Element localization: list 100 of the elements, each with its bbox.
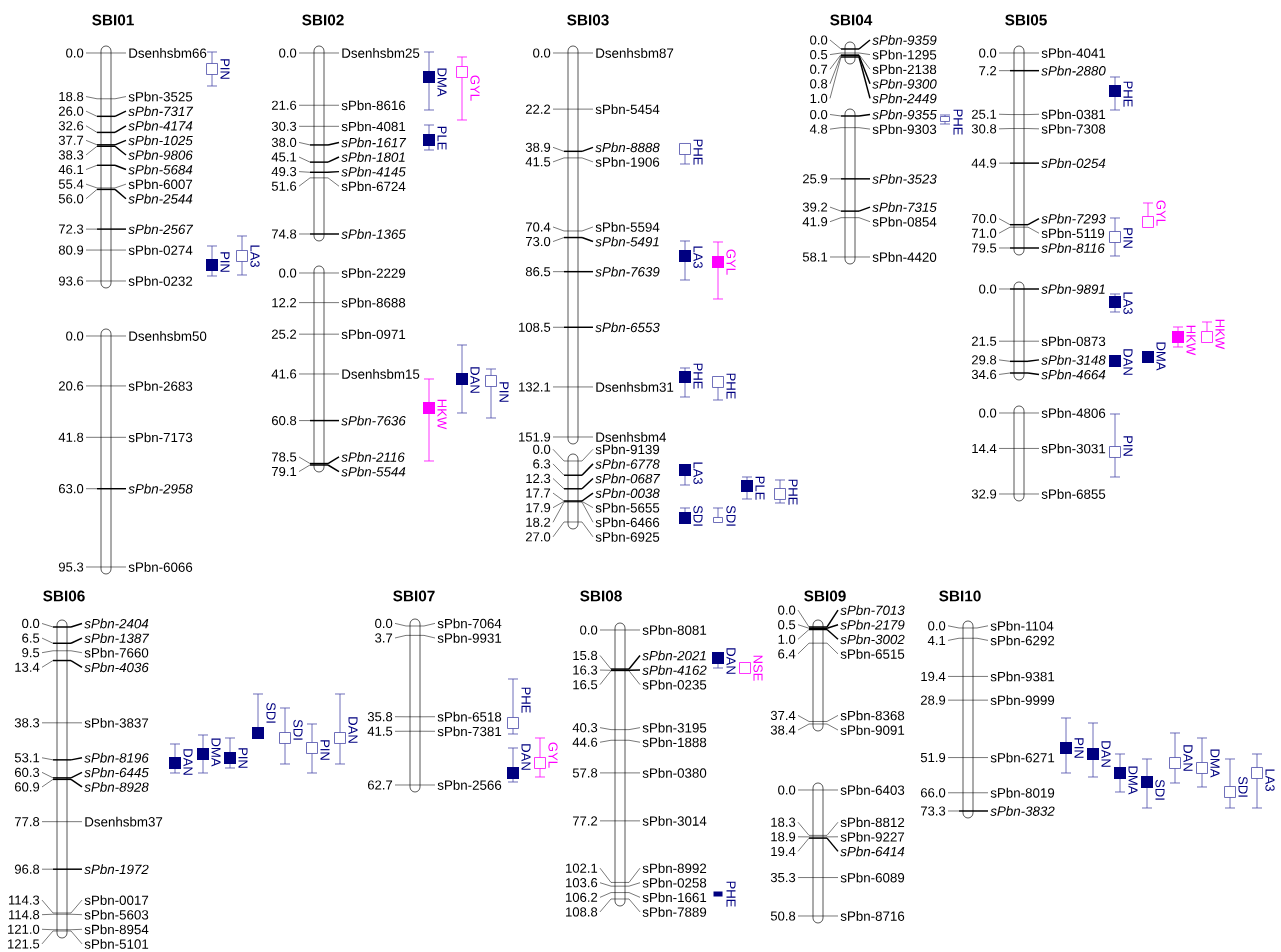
position-label: 38.4 xyxy=(770,725,796,735)
marker-name: sPbn-9891 xyxy=(1041,284,1105,294)
marker-name: sPbn-2566 xyxy=(437,780,502,790)
marker-name: sPbn-8888 xyxy=(595,142,660,153)
position-label: 0.0 xyxy=(66,48,84,58)
position-label: 44.9 xyxy=(971,158,997,168)
marker-name: Dsenhsbm37 xyxy=(85,816,163,827)
marker-name: sPbn-6855 xyxy=(1041,489,1106,499)
position-label: 37.4 xyxy=(770,710,796,721)
marker-name: sPbn-6414 xyxy=(840,846,905,857)
marker-name: sPbn-0232 xyxy=(128,276,193,286)
position-label: 16.3 xyxy=(573,665,598,675)
position-label: 50.8 xyxy=(770,911,796,921)
position-label: 102.1 xyxy=(566,863,598,873)
position-label: 0.0 xyxy=(279,48,297,58)
position-label: 57.8 xyxy=(572,768,598,778)
position-label: 70.4 xyxy=(526,222,551,232)
position-label: 78.5 xyxy=(272,452,297,462)
marker-name: sPbn-7381 xyxy=(437,726,502,737)
position-label: 53.1 xyxy=(14,753,40,763)
position-label: 44.6 xyxy=(572,737,598,747)
position-label: 26.0 xyxy=(58,106,84,116)
position-label: 86.5 xyxy=(525,267,551,277)
marker-name: sPbn-4174 xyxy=(128,120,193,131)
marker-name: sPbn-1387 xyxy=(84,633,150,643)
trait-label: DAN xyxy=(470,367,480,393)
marker-name: sPbn-9355 xyxy=(872,109,937,120)
trait-label: PIN xyxy=(220,59,230,79)
marker-name: sPbn-3832 xyxy=(990,806,1055,816)
position-label: 19.4 xyxy=(771,846,796,856)
trait-label: DMA xyxy=(1128,766,1138,795)
marker-name: sPbn-8116 xyxy=(1041,243,1105,253)
marker-name: sPbn-7317 xyxy=(128,106,194,117)
trait-label: PLE xyxy=(755,476,765,500)
position-label: 0.0 xyxy=(979,408,997,418)
trait-label: PIN xyxy=(1123,228,1133,248)
trait-label: SDI xyxy=(293,719,303,740)
marker-name: sPbn-0873 xyxy=(1041,336,1106,347)
trait-label: PHE xyxy=(521,687,531,713)
position-label: 3.7 xyxy=(375,633,393,643)
trait-label: PIN xyxy=(499,382,509,402)
marker-name: sPbn-8368 xyxy=(840,710,905,721)
position-label: 121.5 xyxy=(8,939,40,949)
marker-name: sPbn-5594 xyxy=(595,222,660,232)
marker-name: sPbn-2179 xyxy=(840,619,905,630)
marker-name: sPbn-0971 xyxy=(341,329,406,340)
marker-name: sPbn-2138 xyxy=(872,64,937,75)
trait-label: PIN xyxy=(1123,436,1133,456)
marker-name: sPbn-2404 xyxy=(84,618,149,629)
trait-label: DAN xyxy=(1101,741,1111,767)
marker-name: sPbn-5454 xyxy=(595,104,660,114)
trait-label: PIN xyxy=(320,740,330,760)
marker-name: sPbn-0235 xyxy=(642,679,707,690)
position-label: 41.9 xyxy=(802,217,828,227)
position-label: 74.8 xyxy=(272,229,297,239)
chromosome-bar xyxy=(409,618,421,793)
position-label: 22.2 xyxy=(525,104,551,114)
trait-label: GYL xyxy=(1156,200,1166,226)
position-label: 49.3 xyxy=(271,167,297,177)
marker-name: sPbn-2229 xyxy=(341,268,406,278)
marker-name: Dsenhsbm31 xyxy=(596,382,674,392)
position-label: 25.9 xyxy=(802,174,828,184)
marker-name: sPbn-0258 xyxy=(642,877,707,888)
position-label: 103.6 xyxy=(566,878,598,888)
marker-name: sPbn-2683 xyxy=(128,381,193,391)
position-label: 41.8 xyxy=(58,432,84,442)
position-label: 9.5 xyxy=(22,648,40,658)
marker-name: sPbn-6466 xyxy=(595,517,660,528)
chromosome-bar xyxy=(844,108,856,265)
chromosome-bar xyxy=(313,265,325,473)
trait-label: LA3 xyxy=(1265,769,1275,792)
position-label: 1.0 xyxy=(778,634,796,644)
position-label: 0.0 xyxy=(810,35,828,45)
chromosome-title: SBI06 xyxy=(43,590,85,602)
trait-label: DAN xyxy=(1183,745,1193,771)
marker-name: sPbn-0381 xyxy=(1041,109,1106,120)
position-label: 70.0 xyxy=(972,214,997,224)
marker-name: sPbn-0017 xyxy=(84,895,149,905)
chromosome-bar xyxy=(567,45,579,445)
position-label: 73.3 xyxy=(921,806,946,816)
marker-name: sPbn-5655 xyxy=(595,502,660,513)
chromosome-title: SBI10 xyxy=(939,590,981,602)
marker-name: sPbn-7173 xyxy=(128,432,193,443)
marker-name: sPbn-8928 xyxy=(84,782,149,792)
position-label: 21.6 xyxy=(271,100,297,110)
trait-label: PHE xyxy=(788,479,798,505)
position-label: 0.0 xyxy=(533,444,551,454)
marker-name: sPbn-2880 xyxy=(1041,65,1106,76)
trait-label: DMA xyxy=(1156,342,1166,371)
marker-name: sPbn-1617 xyxy=(341,137,407,148)
marker-name: sPbn-3525 xyxy=(128,91,193,102)
position-label: 72.3 xyxy=(59,224,84,234)
position-label: 17.9 xyxy=(526,503,551,513)
trait-label: NSE xyxy=(753,655,763,681)
marker-name: sPbn-8954 xyxy=(84,924,149,935)
trait-label: PHE xyxy=(726,373,736,399)
position-label: 121.0 xyxy=(8,924,40,934)
trait-label: HKW xyxy=(1215,319,1225,350)
position-label: 0.0 xyxy=(533,48,551,58)
marker-name: sPbn-4806 xyxy=(1041,408,1106,418)
